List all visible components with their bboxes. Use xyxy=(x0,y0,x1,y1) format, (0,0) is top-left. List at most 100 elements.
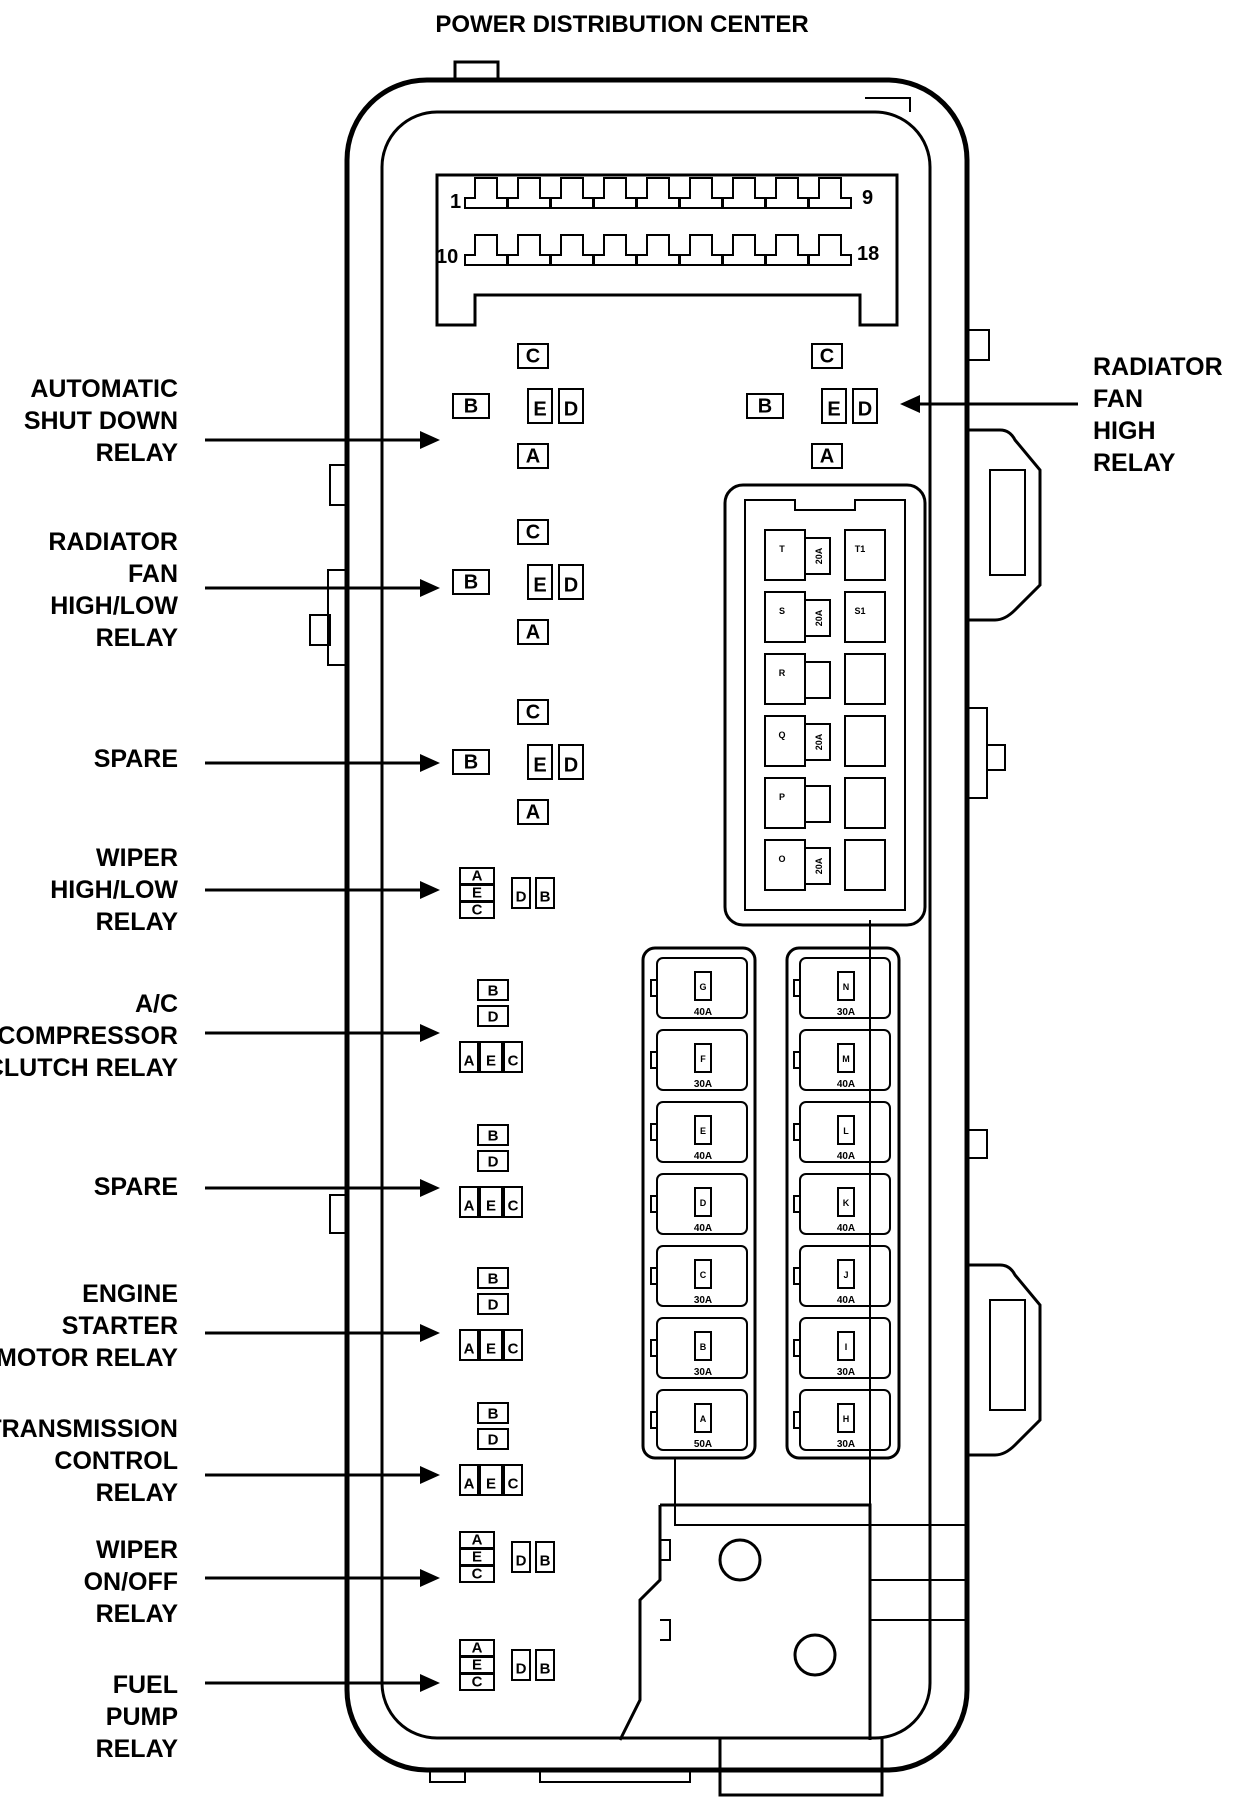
terminal-box xyxy=(477,1150,509,1172)
maxi-fuse-tab xyxy=(650,1123,658,1141)
callout-label: RELAY xyxy=(96,1735,179,1763)
maxi-fuse-letter: B xyxy=(700,1342,707,1352)
maxi-fuse-cells: G40AF30AE40AD40AC30AB30AA50AN30AM40AL40A… xyxy=(650,957,891,1451)
arrow-head xyxy=(420,1024,440,1042)
terminal-label: B xyxy=(488,1271,499,1288)
terminal-label: C xyxy=(820,346,834,368)
callout-label: SPARE xyxy=(94,1173,178,1201)
callout-label: RELAY xyxy=(1093,449,1176,477)
maxi-fuse-amp: 40A xyxy=(694,1007,712,1018)
maxi-fuse-blade xyxy=(694,1187,712,1217)
mini-fuse-body xyxy=(804,847,831,885)
mini-fuse-left-slot xyxy=(764,591,806,643)
maxi-fuse-amp: 30A xyxy=(694,1295,712,1306)
maxi-fuse-letter: N xyxy=(843,982,850,992)
terminal-label: E xyxy=(486,1475,496,1492)
terminal-label: C xyxy=(472,1673,483,1690)
terminal-box xyxy=(517,443,549,469)
terminal-box xyxy=(477,1428,509,1450)
maxi-fuse-blade xyxy=(837,971,855,1001)
terminal-box xyxy=(517,343,549,369)
terminal-box xyxy=(511,1649,531,1681)
callout-spare-2: SPARE xyxy=(94,1173,440,1201)
callout-label: MOTOR RELAY xyxy=(0,1344,178,1372)
terminal-label: C xyxy=(508,1340,519,1357)
terminal-label: A xyxy=(464,1340,475,1357)
terminal-label: E xyxy=(533,575,546,597)
callout-label: HIGH xyxy=(1093,417,1156,445)
terminal-label: C xyxy=(472,901,483,918)
callout-label: ENGINE xyxy=(82,1280,178,1308)
terminal-label: E xyxy=(827,399,840,421)
callout-label: PUMP xyxy=(106,1703,178,1731)
maxi-fuse-amp: 30A xyxy=(694,1079,712,1090)
terminal-label: A xyxy=(820,446,834,468)
terminal-label: C xyxy=(526,702,540,724)
connector-pin xyxy=(464,234,508,266)
arrow-head xyxy=(420,1324,440,1342)
terminal-label: E xyxy=(533,755,546,777)
pin-10-label: 10 xyxy=(436,246,458,268)
terminal-label: B xyxy=(540,888,551,905)
maxi-fuse-blade xyxy=(837,1187,855,1217)
maxi-fuse-tab xyxy=(793,1051,801,1069)
connector-pin xyxy=(808,234,852,266)
terminal-label: D xyxy=(488,1009,499,1026)
maxi-fuse-tab xyxy=(650,1267,658,1285)
terminal-label: A xyxy=(526,622,540,644)
maxi-fuse-tab xyxy=(650,1339,658,1357)
arrow-head xyxy=(420,1569,440,1587)
mini-fuse-right-label: S1 xyxy=(854,606,865,616)
terminal-box xyxy=(852,388,878,424)
main-connector: 1 9 10 18 xyxy=(435,173,899,327)
mini-fuse-body xyxy=(804,723,831,761)
connector-pin xyxy=(722,177,766,209)
callout-label: ON/OFF xyxy=(84,1568,178,1596)
terminal-label: D xyxy=(488,1432,499,1449)
pin-1-label: 1 xyxy=(450,191,461,213)
callout-spare-1: SPARE xyxy=(94,745,440,773)
callout-label: RELAY xyxy=(96,1600,179,1628)
maxi-fuse-blade xyxy=(694,1403,712,1433)
mini-fuse-amp: 20A xyxy=(814,857,824,874)
maxi-fuse-tab xyxy=(793,1195,801,1213)
diagram-title: POWER DISTRIBUTION CENTER xyxy=(435,11,808,38)
callout-label: FAN xyxy=(1093,385,1143,413)
terminal-box xyxy=(527,744,553,780)
connector-pin xyxy=(765,234,809,266)
terminal-label: E xyxy=(533,399,546,421)
mini-fuse-amp: 20A xyxy=(814,733,824,750)
maxi-fuse-panel: G40AF30AE40AD40AC30AB30AA50AN30AM40AL40A… xyxy=(641,920,901,1526)
maxi-fuse-blade xyxy=(837,1259,855,1289)
terminal-box xyxy=(517,799,549,825)
terminal-box xyxy=(479,1329,503,1361)
terminal-box xyxy=(558,388,584,424)
maxi-fuse-blade xyxy=(837,1403,855,1433)
mini-fuse-left-label: T xyxy=(779,544,785,554)
terminal-label: B xyxy=(464,396,478,418)
maxi-fuse-blade xyxy=(694,971,712,1001)
maxi-fuse-letter: K xyxy=(843,1198,850,1208)
callout-label: FAN xyxy=(128,560,178,588)
maxi-fuse-tab xyxy=(793,1267,801,1285)
terminal-label: D xyxy=(564,399,578,421)
maxi-fuse-amp: 40A xyxy=(837,1079,855,1090)
terminal-label: E xyxy=(486,1340,496,1357)
terminal-label: B xyxy=(464,752,478,774)
